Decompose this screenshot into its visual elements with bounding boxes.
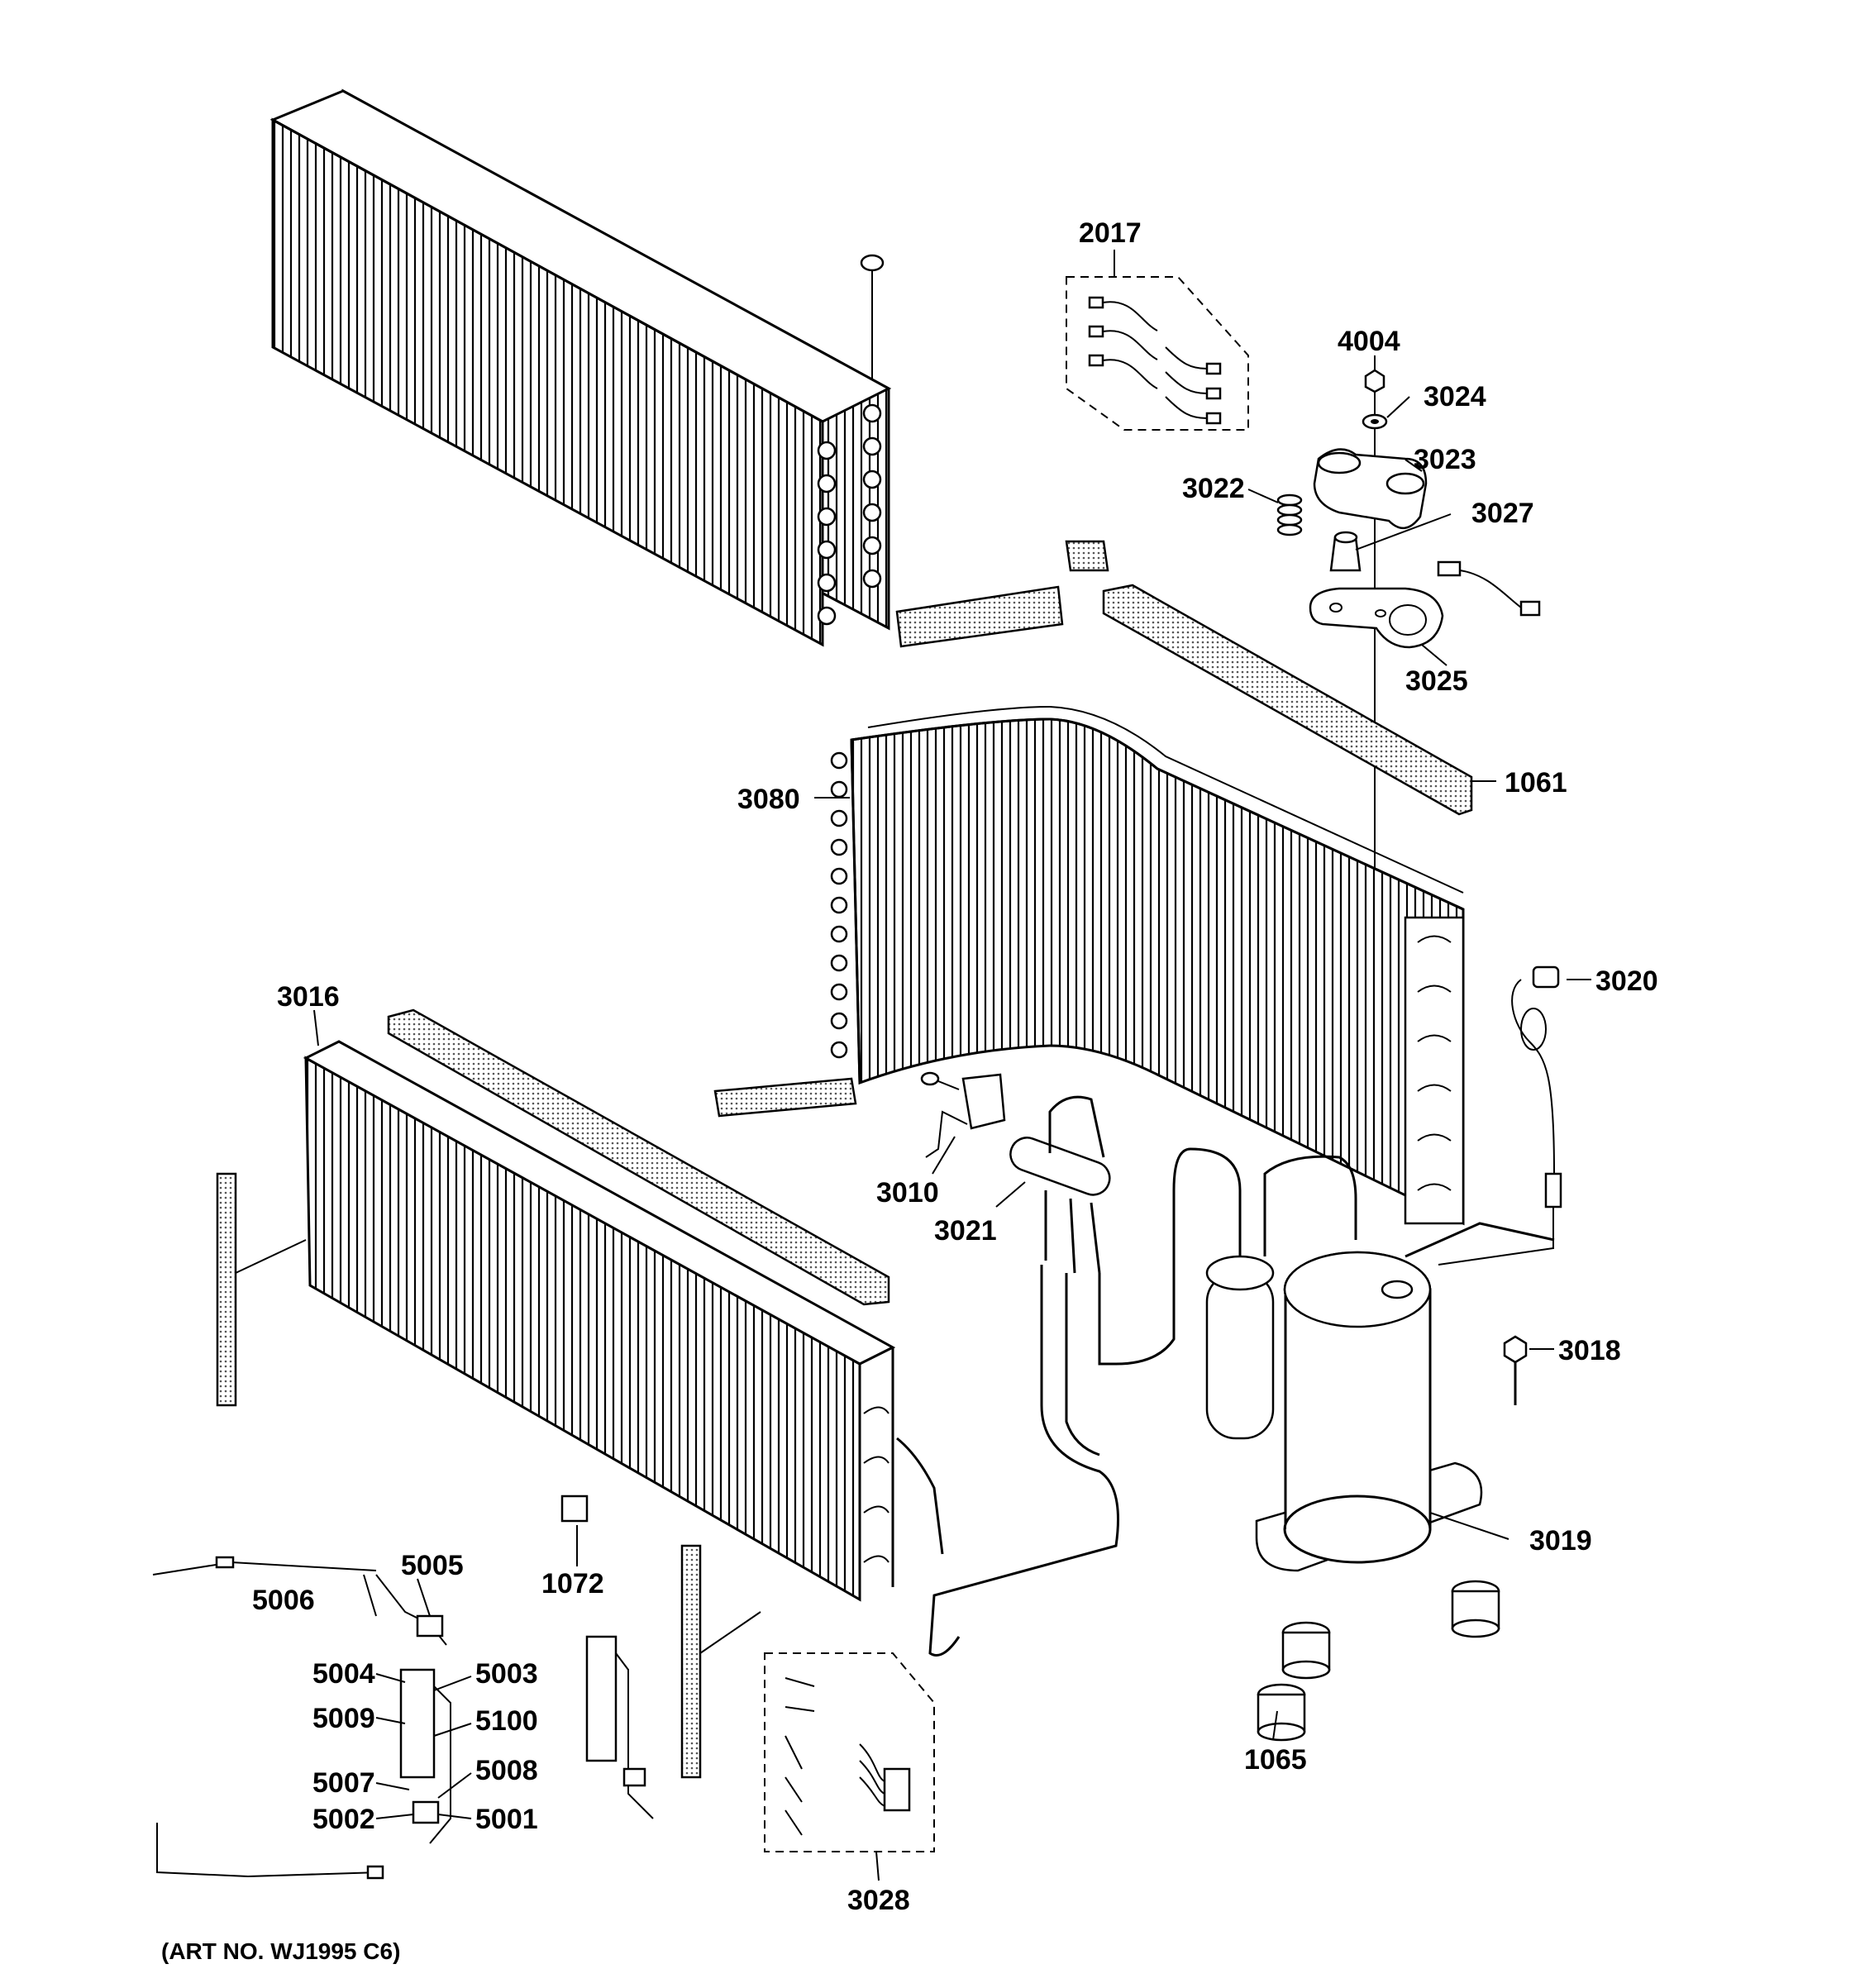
reversing-valve-3021 bbox=[1009, 1095, 1111, 1274]
grommet-1065-c bbox=[1451, 1580, 1500, 1638]
label-1072: 1072 bbox=[541, 1568, 604, 1599]
leader-lines bbox=[313, 250, 1591, 1881]
label-5003: 5003 bbox=[475, 1658, 538, 1690]
art-number: (ART NO. WJ1995 C6) bbox=[161, 1938, 400, 1964]
clip-1072 bbox=[560, 1495, 589, 1523]
coil-return-bends bbox=[817, 403, 882, 626]
label-5009: 5009 bbox=[312, 1703, 375, 1734]
thermistor-3020 bbox=[1438, 965, 1562, 1266]
label-5005: 5005 bbox=[401, 1550, 464, 1581]
valve-lead-wire bbox=[1437, 560, 1541, 617]
part-labels: 2017 4004 3024 3023 3022 3027 3025 1061 … bbox=[161, 217, 1658, 1964]
evaporator-coil-3080 bbox=[830, 705, 1465, 1226]
label-5002: 5002 bbox=[312, 1804, 375, 1835]
thermostat-bulb-5006 bbox=[152, 1556, 377, 1576]
mounting-screw-3018 bbox=[1503, 1335, 1528, 1405]
upper-condenser-coil bbox=[269, 88, 892, 647]
label-3016: 3016 bbox=[277, 981, 340, 1013]
label-3018: 3018 bbox=[1558, 1335, 1621, 1366]
insulation-strip-upper bbox=[895, 585, 1064, 648]
accumulator bbox=[1205, 1255, 1275, 1440]
thermostat-assembly-right bbox=[585, 1635, 654, 1819]
thermostat-5005 bbox=[375, 1574, 447, 1646]
label-3020: 3020 bbox=[1595, 965, 1658, 997]
wire-harness-2017 bbox=[1066, 276, 1249, 431]
label-1065: 1065 bbox=[1244, 1744, 1307, 1776]
label-3023: 3023 bbox=[1414, 444, 1476, 475]
evaporator-return-bends bbox=[830, 751, 848, 1059]
side-seal-strip-right bbox=[680, 1544, 761, 1779]
label-3028: 3028 bbox=[847, 1885, 910, 1916]
label-3024: 3024 bbox=[1424, 381, 1486, 412]
spring-3022 bbox=[1276, 493, 1303, 536]
valve-coil-3010 bbox=[920, 1071, 1006, 1158]
lower-condenser-coil-3016 bbox=[303, 1040, 896, 1602]
label-5004: 5004 bbox=[312, 1658, 375, 1690]
label-5001: 5001 bbox=[475, 1804, 538, 1835]
label-1061: 1061 bbox=[1505, 767, 1567, 799]
thermostat-assembly-5100 bbox=[156, 1668, 451, 1880]
side-seal-strip-left bbox=[216, 1172, 307, 1407]
lower-coil-return-bends bbox=[863, 1406, 889, 1563]
wire-harness-3028 bbox=[764, 1652, 935, 1852]
coil-mounting-screw bbox=[860, 254, 885, 380]
compressor-3019 bbox=[1255, 1251, 1483, 1572]
label-3027: 3027 bbox=[1471, 498, 1534, 529]
insulation-strip-small-left bbox=[713, 1077, 857, 1118]
refrigerant-tubing bbox=[896, 1147, 1555, 1657]
label-4004: 4004 bbox=[1338, 326, 1400, 357]
label-5007: 5007 bbox=[312, 1767, 375, 1799]
label-3010: 3010 bbox=[876, 1177, 939, 1209]
label-3025: 3025 bbox=[1405, 665, 1468, 697]
label-3021: 3021 bbox=[934, 1215, 997, 1247]
label-3022: 3022 bbox=[1182, 473, 1245, 504]
reversing-valve-assembly bbox=[1309, 364, 1444, 984]
label-3080: 3080 bbox=[737, 784, 800, 815]
insulation-strip-diagonal bbox=[387, 1008, 890, 1306]
insulation-strip-1061 bbox=[1102, 584, 1473, 816]
label-5100: 5100 bbox=[475, 1705, 538, 1737]
label-5006: 5006 bbox=[252, 1585, 315, 1616]
grommet-1065-a bbox=[1281, 1621, 1331, 1680]
label-3019: 3019 bbox=[1529, 1525, 1592, 1557]
grommet-1065-b bbox=[1257, 1683, 1306, 1742]
insulation-block-small bbox=[1065, 540, 1109, 572]
label-2017: 2017 bbox=[1079, 217, 1142, 249]
label-5008: 5008 bbox=[475, 1755, 538, 1786]
